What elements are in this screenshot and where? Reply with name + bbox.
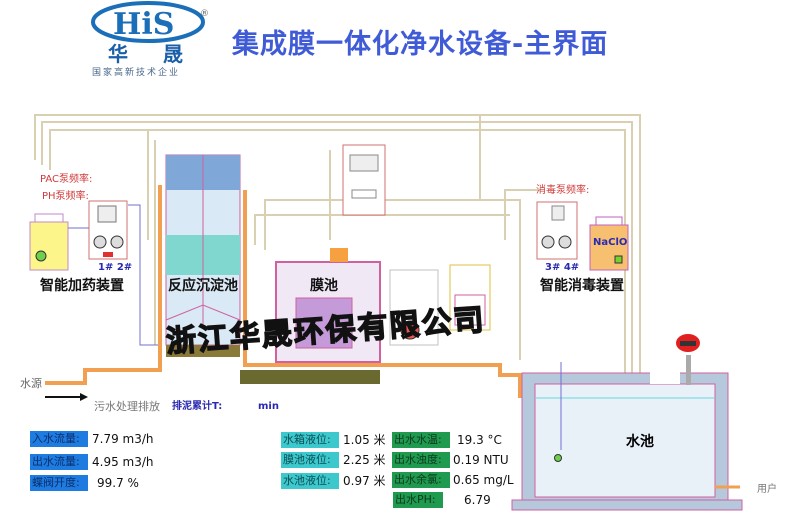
disinfection-device-title: 智能消毒装置 xyxy=(540,278,624,294)
discharge-label: 污水处理排放 xyxy=(94,400,160,413)
valve-opening-value: 99.7 % xyxy=(97,476,139,490)
membrane-tank xyxy=(275,248,381,363)
company-logo: HiS ® xyxy=(91,1,209,43)
outflow-rate-label: 出水流量: xyxy=(30,454,88,470)
pump-equipment xyxy=(389,264,491,346)
residual-chlorine-value: 0.65 mg/L xyxy=(453,473,514,487)
dosing-control-cabinet xyxy=(88,200,128,260)
pool-level-value: 0.97 米 xyxy=(343,474,386,488)
user-outlet-label: 用户 xyxy=(757,484,777,495)
naclo-tank xyxy=(589,216,629,271)
ph-label: 出水PH: xyxy=(393,492,443,508)
residual-chlorine-label: 出水余氯: xyxy=(392,472,450,488)
water-temp-value: 19.3 °C xyxy=(457,433,502,447)
water-pipes xyxy=(45,185,522,398)
disinfection-pump-frequency-label: 消毒泵频率: xyxy=(536,185,590,196)
disinfection-pump-ids: 3# 4# xyxy=(545,262,580,273)
svg-text:®: ® xyxy=(200,9,209,19)
page-title: 集成膜一体化净水设备-主界面 xyxy=(232,29,609,60)
reaction-settling-tank xyxy=(165,154,380,384)
clear-water-pool xyxy=(511,334,743,511)
sludge-total-label: 排泥累计T: xyxy=(172,401,223,412)
membrane-title: 膜池 xyxy=(310,278,338,294)
dosing-device-title: 智能加药装置 xyxy=(40,278,124,294)
inflow-rate-label: 入水流量: xyxy=(30,431,88,447)
ph-value: 6.79 xyxy=(464,493,491,507)
sludge-unit: min xyxy=(258,401,279,412)
pool-level-label: 水池液位: xyxy=(281,473,339,489)
inflow-rate-value: 7.79 m3/h xyxy=(92,432,154,446)
arrow-head-icon xyxy=(80,393,88,401)
membrane-level-label: 膜池液位: xyxy=(281,452,339,468)
membrane-level-value: 2.25 米 xyxy=(343,453,386,467)
svg-text:HiS: HiS xyxy=(113,7,174,42)
reactor-title: 反应沉淀池 xyxy=(168,278,238,294)
pool-title: 水池 xyxy=(626,434,654,450)
water-source-label: 水源 xyxy=(20,377,42,390)
turbidity-label: 出水浊度: xyxy=(392,452,450,468)
turbidity-value: 0.19 NTU xyxy=(453,453,509,467)
tank-level-value: 1.05 米 xyxy=(343,433,386,447)
naclo-label: NaClO xyxy=(593,237,628,248)
water-temp-label: 出水水温: xyxy=(392,432,450,448)
disinfection-cabinet xyxy=(536,201,578,260)
pac-pump-frequency-label: PAC泵频率: xyxy=(40,174,93,185)
valve-opening-label: 蝶阀开度: xyxy=(30,475,88,491)
dosing-pipe xyxy=(68,204,160,346)
dosing-tank xyxy=(29,213,69,271)
logo-subtitle: 国家高新技术企业 xyxy=(92,68,181,78)
control-wiring xyxy=(34,114,641,380)
dosing-pump-ids: 1# 2# xyxy=(98,262,133,273)
tank-level-label: 水箱液位: xyxy=(281,432,339,448)
ph-pump-frequency-label: PH泵频率: xyxy=(42,191,89,202)
logo-brand: 华 晟 xyxy=(108,42,197,66)
main-control-cabinet xyxy=(342,144,386,216)
outflow-rate-value: 4.95 m3/h xyxy=(92,455,154,469)
